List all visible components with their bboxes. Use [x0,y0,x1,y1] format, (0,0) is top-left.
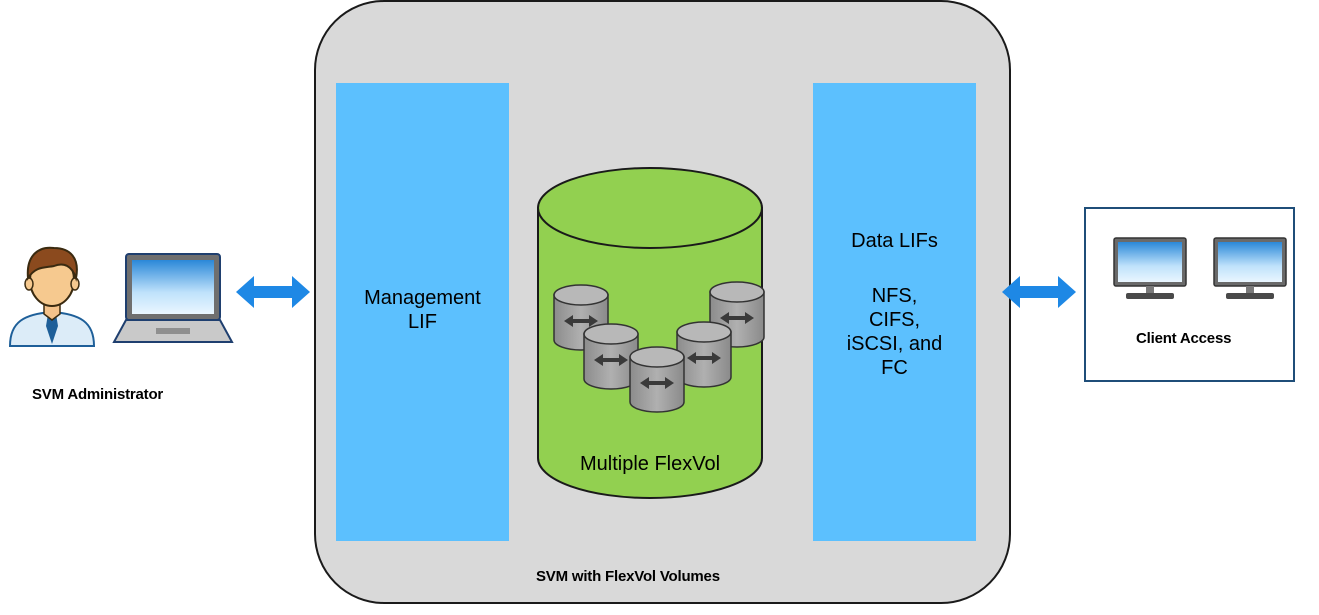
laptop-icon [112,253,234,343]
volume-icon [629,346,685,413]
admin-person-icon [8,246,96,347]
double-arrow-icon [1002,276,1076,308]
protocol-nfs: NFS, [871,285,918,307]
management-lif-label: Management LIF [336,286,509,334]
management-lif-column [336,83,509,541]
svm-label: SVM with FlexVol Volumes [536,568,720,585]
double-arrow-icon [236,276,310,308]
flexvol-label: Multiple FlexVol [579,453,721,475]
data-lifs-title: Data LIFs [851,230,938,252]
data-lifs-protocols: NFS, CIFS, iSCSI, and FC [813,284,976,380]
desktop-monitor-icon [1213,237,1287,299]
client-access-label: Client Access [1136,330,1232,347]
management-lif-line1: Management [364,287,481,309]
admin-label: SVM Administrator [32,386,164,403]
desktop-monitor-icon [1113,237,1187,299]
management-lif-line2: LIF [408,311,437,333]
data-lifs-column [813,83,976,541]
protocol-cifs: CIFS, [868,309,921,331]
volume-icon [676,321,732,388]
protocol-iscsi: iSCSI, and [846,333,943,355]
protocol-fc: FC [881,357,908,379]
